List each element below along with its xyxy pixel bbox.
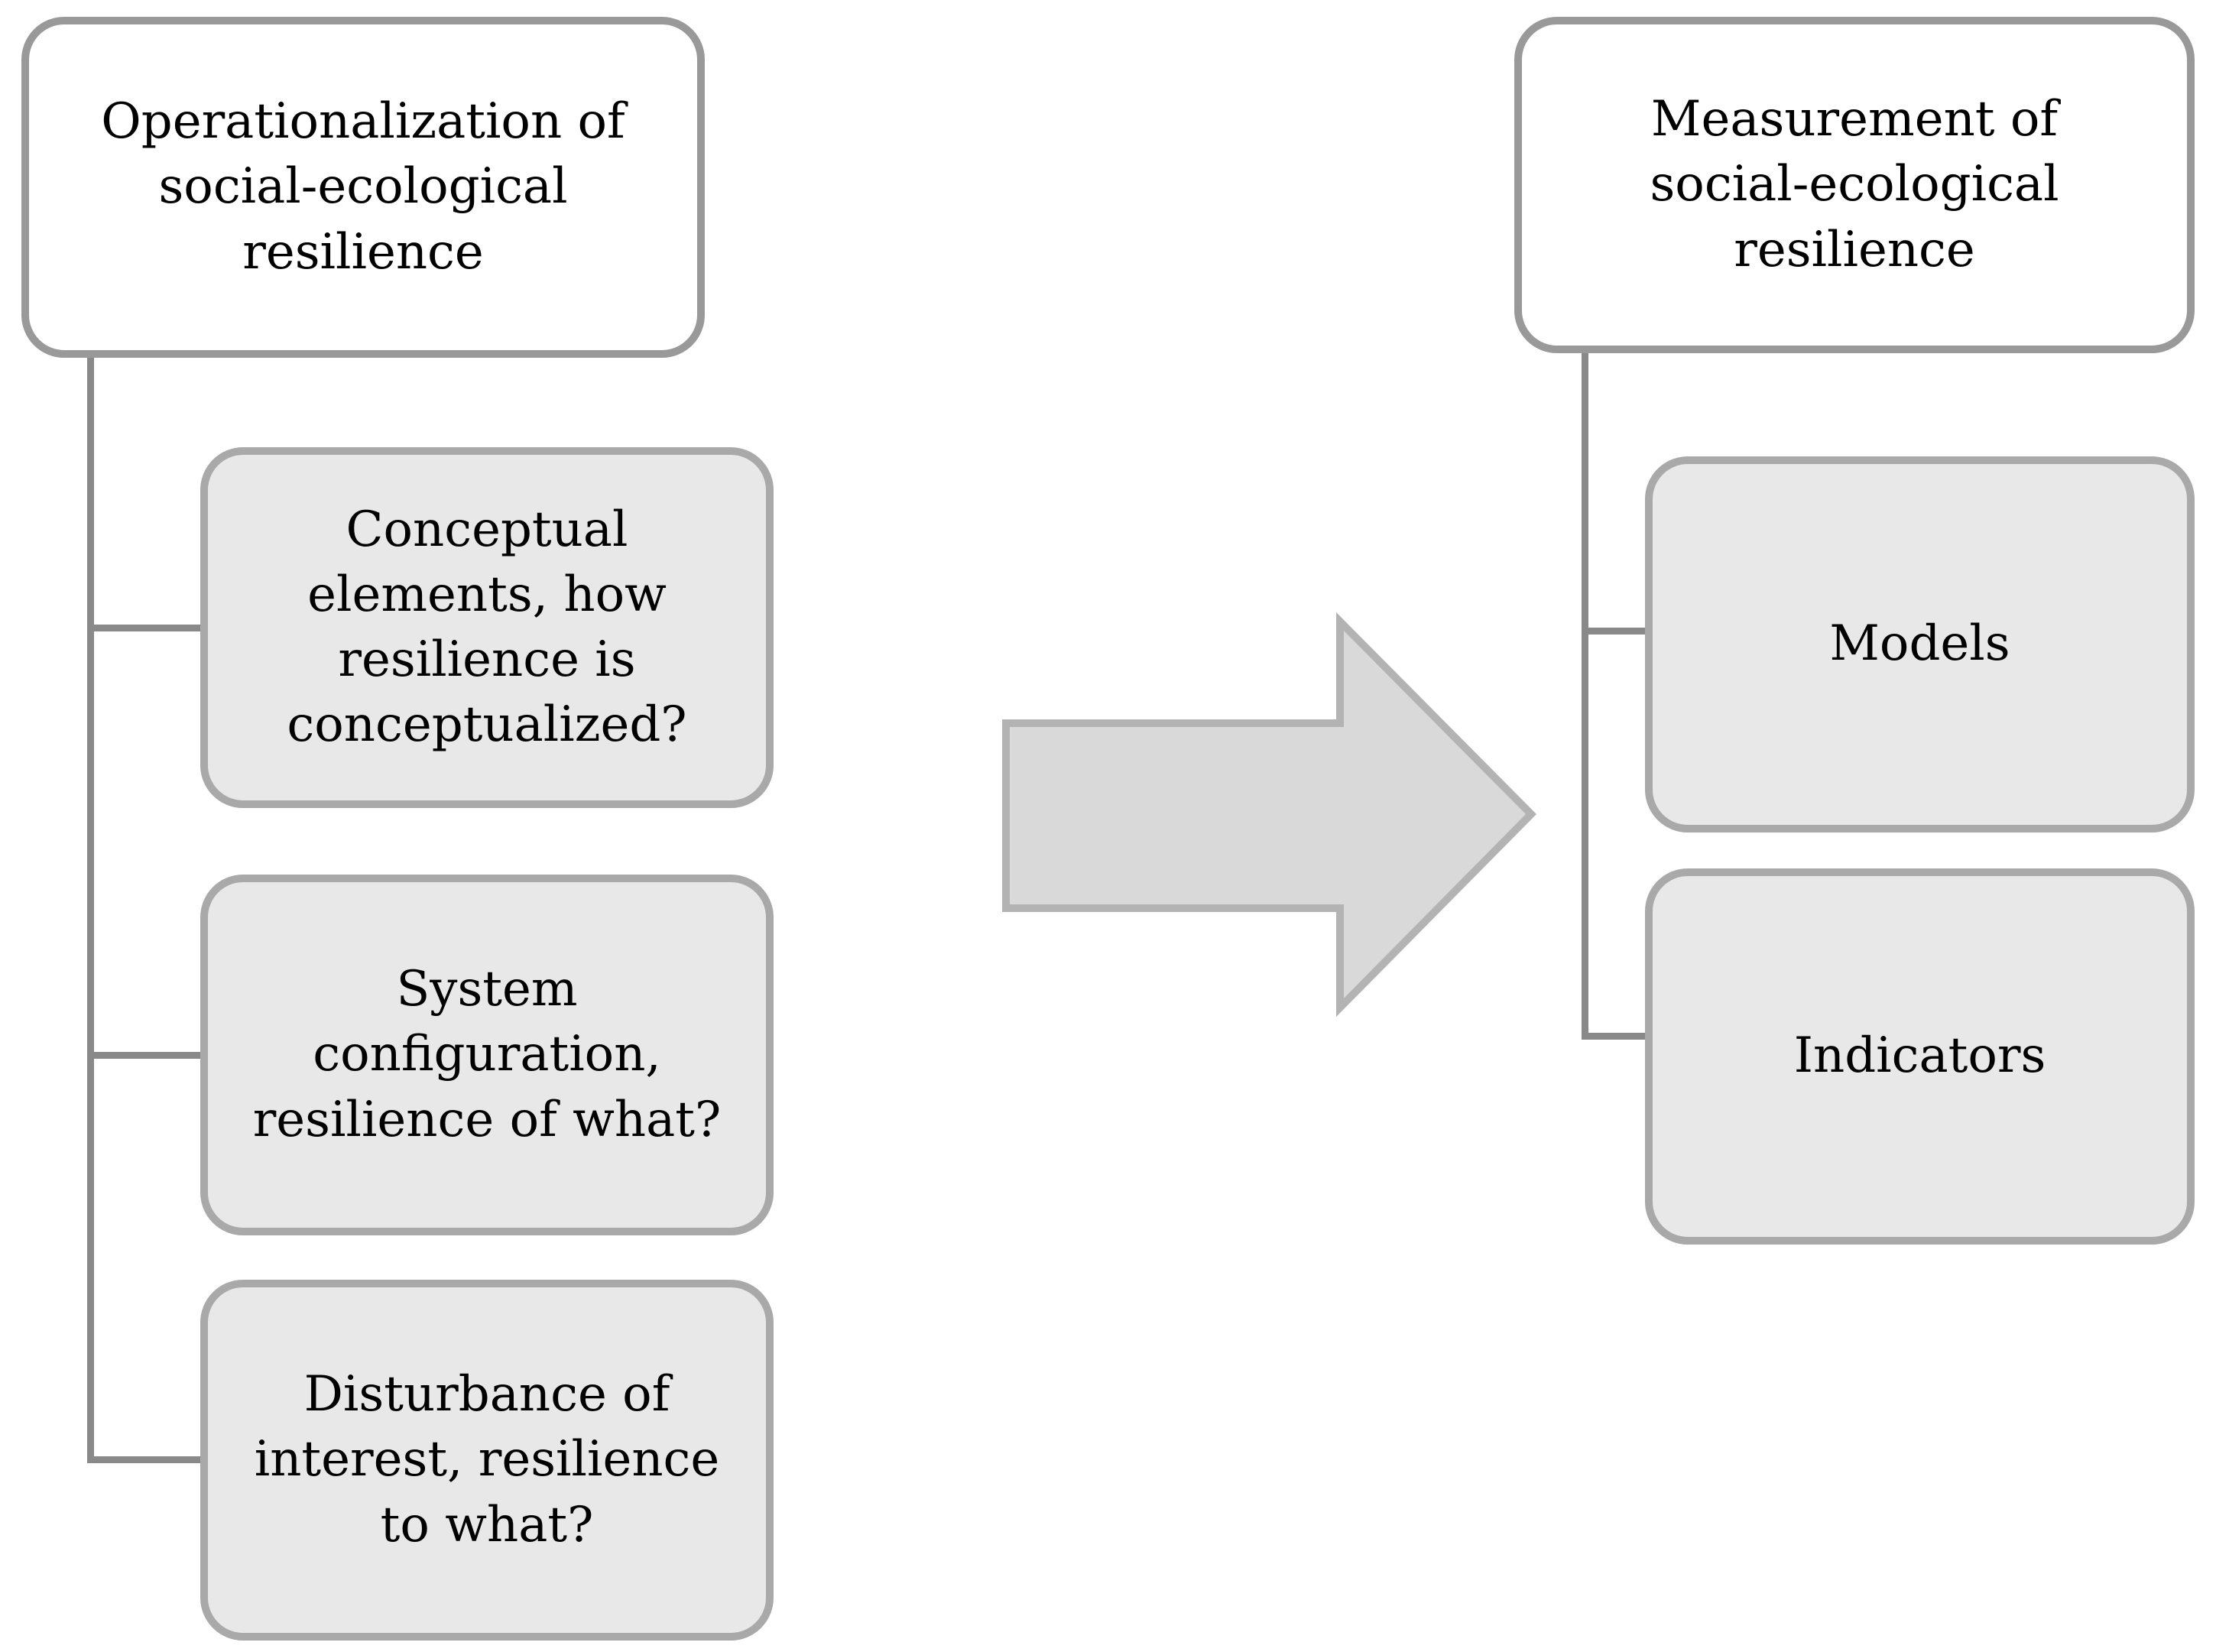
models-box-label: Models xyxy=(1829,615,2010,673)
operationalization-box: Operationalization of social-ecological … xyxy=(21,17,705,358)
right-tree-vertical-line xyxy=(1582,352,1588,1040)
indicators-box: Indicators xyxy=(1645,868,2195,1245)
operationalization-box-label: Operationalization of social-ecological … xyxy=(101,93,625,281)
measurement-box: Measurement of social-ecological resilie… xyxy=(1514,17,2195,353)
conceptual-elements-box-label: Conceptual elements, how resilience is c… xyxy=(287,501,687,754)
left-tree-vertical-line xyxy=(87,356,94,1463)
models-box: Models xyxy=(1645,456,2195,832)
measurement-box-label: Measurement of social-ecological resilie… xyxy=(1650,91,2059,278)
disturbance-of-interest-box: Disturbance of interest, resilience to w… xyxy=(200,1280,774,1641)
right-tree-stub-models xyxy=(1582,628,1645,635)
left-tree-stub-disturbance xyxy=(87,1456,200,1463)
block-arrow-right-shape xyxy=(1002,612,1537,1017)
system-configuration-box-label: System configuration, resilience of what… xyxy=(252,961,722,1148)
disturbance-of-interest-box-label: Disturbance of interest, resilience to w… xyxy=(254,1366,720,1553)
system-configuration-box: System configuration, resilience of what… xyxy=(200,875,774,1235)
left-tree-stub-conceptual xyxy=(87,625,200,631)
indicators-box-label: Indicators xyxy=(1793,1027,2046,1085)
left-tree-stub-system xyxy=(87,1052,200,1059)
right-tree-stub-indicators xyxy=(1582,1033,1645,1040)
conceptual-elements-box: Conceptual elements, how resilience is c… xyxy=(200,447,774,808)
